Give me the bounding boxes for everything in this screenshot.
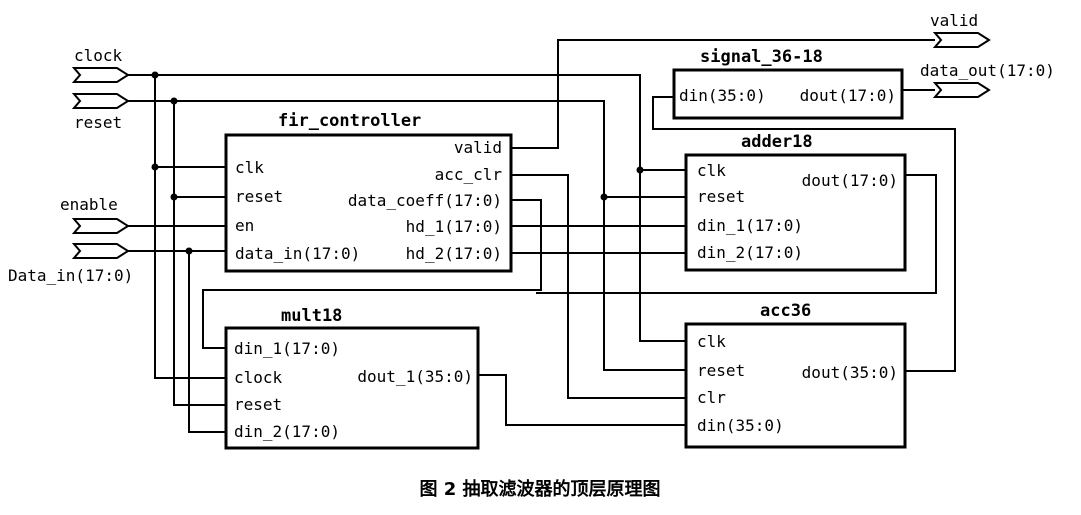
wire-clock-down [154, 75, 226, 379]
wire-data-in [128, 250, 226, 433]
signal-36-18-box [672, 68, 904, 120]
port-enable-label: enable [60, 195, 118, 214]
acc-in-clk: clk [697, 332, 726, 351]
port-clock-icon [71, 67, 130, 83]
fir-in-clk: clk [235, 158, 264, 177]
wire-adder-out [536, 174, 937, 294]
acc-in-reset: reset [697, 361, 745, 380]
acc-in-din: din(35:0) [697, 416, 784, 435]
block-signal-36-18: signal_36-18 din(35:0) dout(17:0) [672, 47, 904, 120]
junction-dot [170, 193, 178, 201]
port-reset-label: reset [74, 113, 122, 132]
adder-in-din1: din_1(17:0) [697, 216, 803, 235]
acc-in-clr: clr [697, 388, 726, 407]
fir-in-reset: reset [235, 187, 283, 206]
adder18-box [684, 153, 907, 272]
mult-in-din2: din_2(17:0) [234, 422, 340, 441]
fir-out-hd1: hd_1(17:0) [406, 217, 502, 236]
mult18-title: mult18 [281, 306, 342, 326]
port-enable-icon [71, 218, 130, 234]
fir-out-acc-clr: acc_clr [435, 165, 503, 184]
port-data-in-label: Data_in(17:0) [8, 266, 133, 285]
wire-mult-out [478, 374, 686, 426]
wire-clock-acc-clk [639, 170, 686, 342]
fir-out-valid: valid [454, 138, 502, 157]
mult-in-clock: clock [234, 368, 283, 387]
adder-in-din2: din_2(17:0) [697, 243, 803, 262]
junctions [151, 71, 644, 255]
wire-data-coeff [202, 199, 542, 349]
signal-36-18-title: signal_36-18 [700, 47, 823, 67]
wire-reset-main [128, 100, 686, 198]
signal-out-dout: dout(17:0) [800, 86, 896, 105]
block-adder18: adder18 clk reset din_1(17:0) din_2(17:0… [684, 132, 907, 272]
junction-dot [185, 247, 193, 255]
acc-out-dout: dout(35:0) [802, 363, 898, 382]
mult-out-dout1: dout_1(35:0) [357, 367, 473, 386]
wire-clock-main [128, 74, 686, 171]
fir-out-data-coeff: data_coeff(17:0) [348, 191, 502, 210]
fir-out-hd2: hd_2(17:0) [406, 244, 502, 263]
junction-dot [600, 193, 608, 201]
acc36-title: acc36 [760, 301, 811, 321]
figure-caption: 图 2 抽取滤波器的顶层原理图 [419, 478, 660, 500]
block-mult18: mult18 din_1(17:0) clock reset din_2(17:… [224, 306, 480, 450]
mult-in-reset: reset [234, 395, 282, 414]
junction-dot [636, 166, 644, 174]
port-clock-label: clock [74, 46, 123, 65]
fir-in-data-in: data_in(17:0) [235, 244, 360, 263]
port-reset-icon [71, 93, 130, 109]
input-ports: clock reset enable Data_in(17:0) [8, 46, 133, 285]
wire-acc-out [652, 96, 956, 372]
port-data-in-icon [71, 243, 130, 259]
wire-reset-down [173, 101, 226, 406]
fir-controller-box [224, 133, 513, 273]
wire-acc-clr [511, 174, 686, 399]
port-data-out-icon [932, 82, 991, 98]
port-valid-icon [932, 32, 991, 48]
signal-in-din: din(35:0) [679, 86, 766, 105]
wire-reset-acc [603, 197, 686, 371]
block-acc36: acc36 clk reset clr din(35:0) dout(35:0) [684, 301, 907, 449]
mult18-box [224, 326, 480, 450]
junction-dot [170, 97, 178, 105]
wires [128, 39, 956, 433]
fir-controller-title: fir_controller [278, 111, 421, 131]
block-fir-controller: fir_controller clk reset en data_in(17:0… [224, 111, 513, 273]
port-valid-label: valid [930, 11, 978, 30]
adder18-title: adder18 [741, 132, 813, 152]
fir-in-en: en [235, 216, 254, 235]
adder-out-dout: dout(17:0) [802, 171, 898, 190]
port-data-out-label: data_out(17:0) [920, 61, 1055, 80]
wire-valid [511, 39, 935, 149]
output-ports: valid data_out(17:0) [920, 11, 1055, 98]
mult-in-din1: din_1(17:0) [234, 339, 340, 358]
junction-dot [151, 71, 159, 79]
adder-in-clk: clk [697, 161, 726, 180]
acc36-box [684, 322, 907, 449]
junction-dot [151, 163, 159, 171]
adder-in-reset: reset [697, 187, 745, 206]
